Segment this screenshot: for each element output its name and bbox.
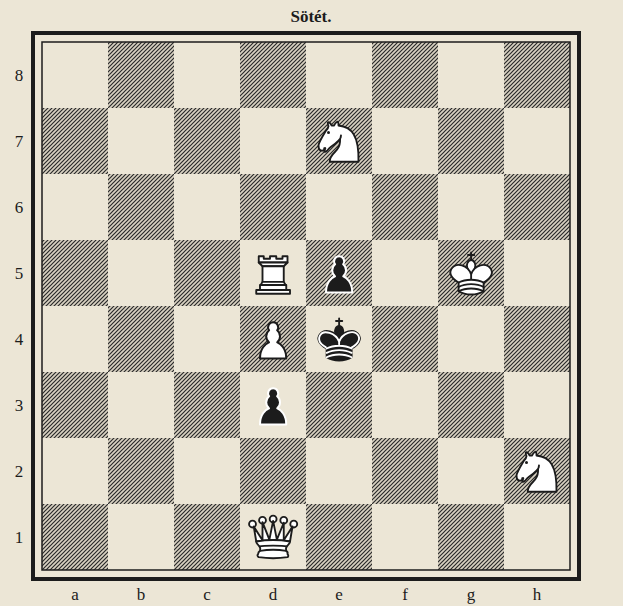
rank-number: 2 [15, 463, 24, 480]
file-letter: f [402, 586, 408, 603]
black-pawn [326, 256, 352, 292]
white-rook [256, 256, 290, 294]
file-letter: b [137, 586, 146, 603]
file-letter: c [203, 586, 211, 603]
white-king [450, 253, 492, 295]
board-squares [42, 42, 570, 570]
rank-number: 7 [15, 133, 24, 150]
rank-number: 5 [15, 265, 24, 282]
board-frame [33, 33, 579, 579]
rank-number: 4 [15, 331, 24, 348]
white-pawn [260, 322, 286, 358]
rank-number: 6 [15, 199, 24, 216]
board-title: Sötét. [290, 8, 331, 25]
rank-number: 1 [15, 529, 24, 546]
white-knight [319, 122, 359, 162]
file-letter: d [269, 586, 278, 603]
file-letter: e [335, 586, 343, 603]
file-letter: g [467, 586, 476, 603]
rank-number: 8 [15, 67, 24, 84]
rank-number: 3 [15, 397, 24, 414]
file-letter: h [533, 586, 542, 603]
black-king [318, 319, 360, 361]
white-queen [249, 516, 297, 559]
white-knight [517, 452, 557, 492]
file-letter: a [71, 586, 79, 603]
black-pawn [260, 388, 286, 424]
